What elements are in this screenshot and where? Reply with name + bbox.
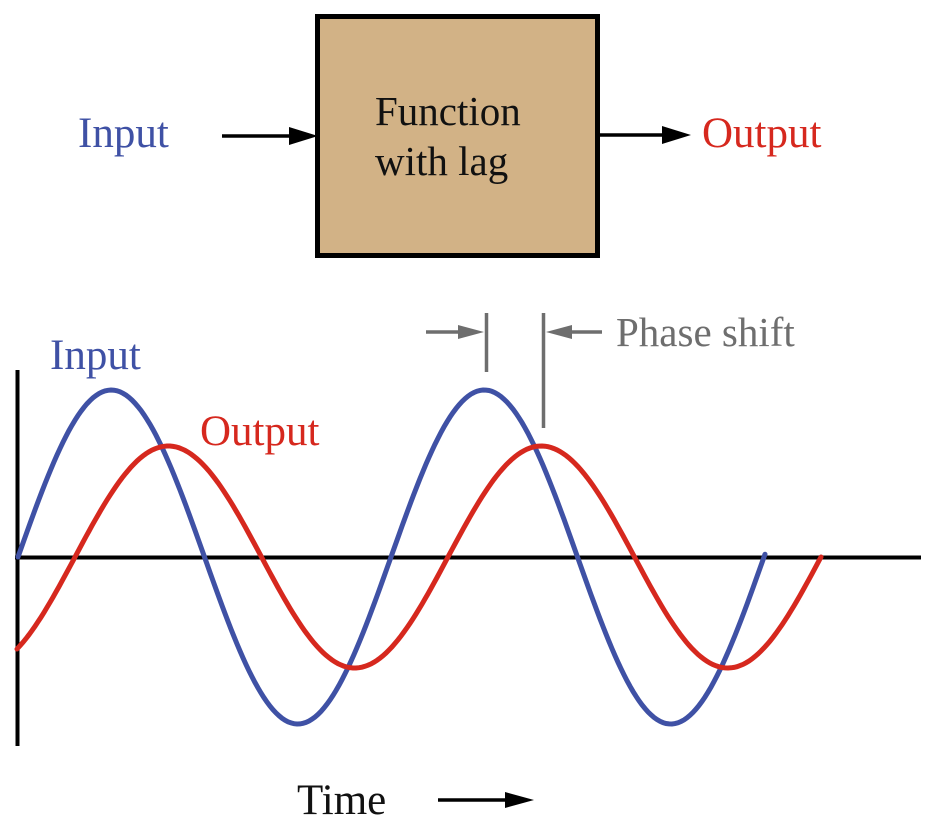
block-output-label: Output xyxy=(702,110,822,157)
phase-shift-annotation xyxy=(426,313,602,428)
function-box xyxy=(315,14,600,258)
input-arrow xyxy=(222,127,318,145)
input-wave xyxy=(15,387,768,727)
function-box-label: Function with lag xyxy=(375,86,521,186)
time-label: Time xyxy=(297,777,387,824)
function-box-label-line1: Function xyxy=(375,88,521,134)
output-wave xyxy=(14,443,824,671)
function-box-label-line2: with lag xyxy=(375,138,509,184)
block-input-label: Input xyxy=(78,110,169,157)
wave-input-label: Input xyxy=(50,332,141,379)
phase-shift-label: Phase shift xyxy=(616,309,795,355)
output-arrow xyxy=(600,126,691,144)
wave-output-label: Output xyxy=(200,408,320,455)
time-arrow xyxy=(438,792,534,808)
